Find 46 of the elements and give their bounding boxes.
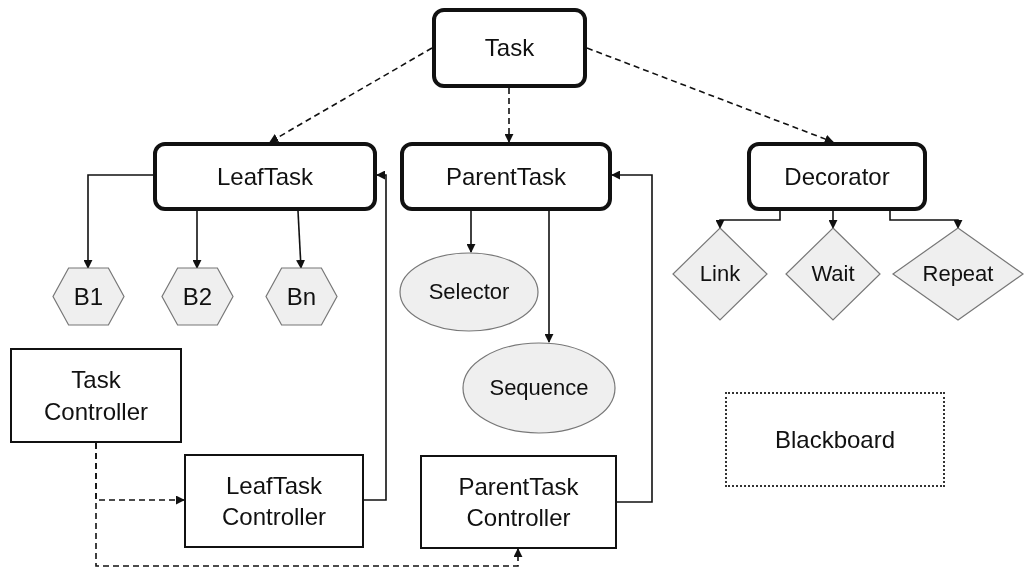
arrow [363, 170, 387, 501]
diamond-node [786, 228, 880, 320]
arrow [466, 210, 476, 253]
hexagon-node [266, 268, 337, 325]
arrow [192, 210, 202, 269]
controller-box [184, 454, 364, 548]
node-label: Bn [285, 281, 318, 312]
hexagon-node [162, 268, 233, 325]
arrow [889, 210, 963, 229]
node-label: Sequence [488, 373, 590, 402]
arrow [828, 210, 838, 229]
node-label: LeafTask Controller [220, 470, 327, 532]
node-label: Selector [427, 277, 511, 306]
arrow [544, 210, 554, 343]
node-label: B2 [181, 281, 214, 312]
node-label: LeafTask [215, 161, 315, 192]
node-label: Blackboard [773, 424, 897, 455]
diamond-node [673, 228, 767, 320]
arrow [586, 47, 834, 144]
node-label: Task Controller [42, 365, 149, 427]
ellipse-node [399, 252, 539, 332]
node-label: Task [483, 33, 536, 64]
class-box [400, 142, 612, 211]
class-box [747, 142, 927, 211]
node-label: B1 [72, 281, 105, 312]
controller-box [10, 348, 182, 443]
ellipse-node [462, 342, 616, 434]
dotted-box [725, 392, 945, 487]
node-label: Repeat [921, 259, 995, 288]
node-label: Link [698, 259, 742, 288]
arrow [269, 47, 433, 143]
node-label: Wait [810, 259, 856, 288]
class-box [432, 8, 587, 88]
hexagon-node [53, 268, 124, 325]
arrow [95, 442, 523, 567]
node-label: Decorator [783, 161, 891, 192]
arrow [83, 174, 154, 269]
arrow [504, 87, 514, 143]
diamond-node [893, 228, 1023, 320]
node-label: ParentTask [444, 161, 568, 192]
arrow [715, 210, 781, 229]
arrow [296, 210, 306, 269]
node-label: ParentTask Controller [457, 471, 580, 533]
class-box [153, 142, 377, 211]
arrow [611, 170, 653, 503]
controller-box [420, 455, 617, 549]
